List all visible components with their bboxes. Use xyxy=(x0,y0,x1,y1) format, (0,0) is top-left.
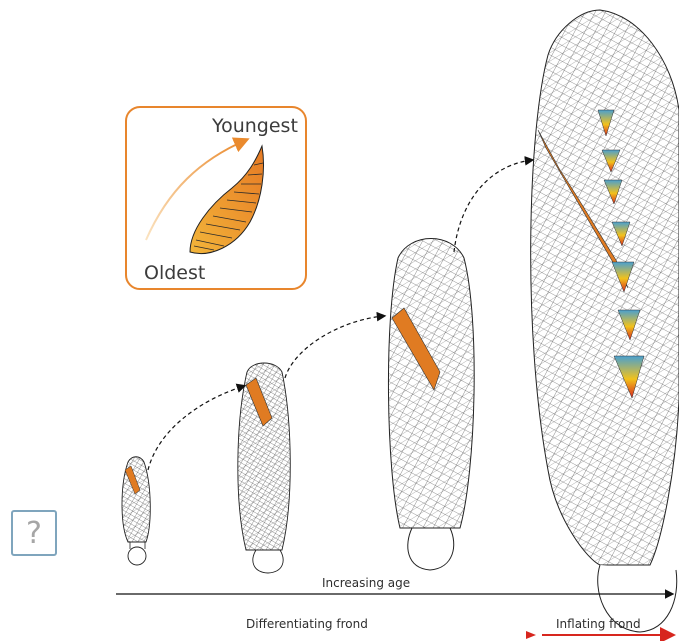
growth-arrow-1 xyxy=(148,386,244,470)
oldest-label: Oldest xyxy=(144,262,205,284)
frond-1-holdfast xyxy=(128,547,146,565)
frond-stage-1 xyxy=(110,450,160,565)
frond-stage-2 xyxy=(230,360,300,573)
inflating-frond-label: Inflating frond xyxy=(556,617,641,631)
help-button[interactable]: ? xyxy=(11,510,57,556)
frond-3-holdfast xyxy=(408,528,454,570)
frond-2-holdfast xyxy=(253,550,283,573)
growth-arrow-2 xyxy=(285,316,384,378)
frond-stage-4 xyxy=(520,0,679,632)
youngest-label: Youngest xyxy=(212,115,298,137)
growth-arrow-3 xyxy=(454,160,532,252)
differentiating-frond-label: Differentiating frond xyxy=(246,617,368,631)
increasing-age-label: Increasing age xyxy=(322,576,410,590)
question-mark-icon: ? xyxy=(26,516,42,551)
frond-stage-3 xyxy=(380,230,490,570)
differentiating-arrowhead xyxy=(526,631,536,639)
